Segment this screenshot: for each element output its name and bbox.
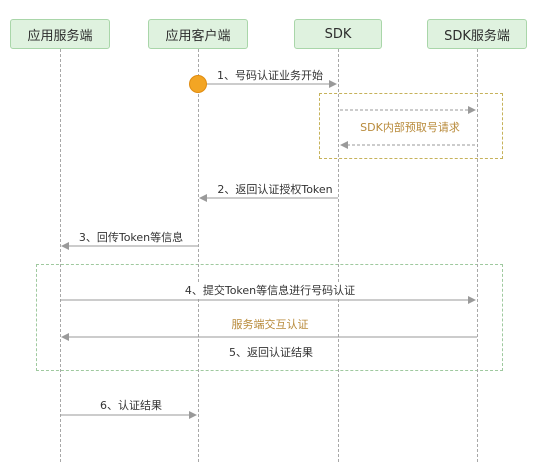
note-sdk-prefetch: SDK内部预取号请求 — [360, 121, 460, 134]
message-2-label: 2、返回认证授权Token — [214, 183, 336, 197]
actor-sdk-label: SDK — [324, 26, 352, 42]
note-server-auth: 服务端交互认证 — [231, 318, 309, 331]
message-4-label: 4、提交Token等信息进行号码认证 — [181, 284, 359, 298]
message-5-label: 5、返回认证结果 — [226, 346, 316, 360]
message-6-label: 6、认证结果 — [97, 399, 165, 413]
server-auth-group — [36, 264, 503, 371]
actor-app-client-label: 应用客户端 — [165, 28, 231, 44]
lifeline-app-client — [198, 49, 199, 462]
actor-app-server: 应用服务端 — [10, 19, 110, 49]
start-dot — [189, 75, 207, 93]
actor-sdk: SDK — [294, 19, 382, 49]
lifeline-sdk-server — [477, 49, 478, 462]
lifeline-app-server — [60, 49, 61, 462]
lifeline-sdk — [338, 49, 339, 462]
actor-sdk-server-label: SDK服务端 — [444, 28, 510, 44]
actor-sdk-server: SDK服务端 — [427, 19, 527, 49]
actor-app-client: 应用客户端 — [148, 19, 248, 49]
sdk-prefetch-group — [319, 93, 503, 159]
message-1-label: 1、号码认证业务开始 — [214, 69, 326, 83]
message-3-label: 3、回传Token等信息 — [75, 231, 187, 245]
actor-app-server-label: 应用服务端 — [27, 28, 93, 44]
